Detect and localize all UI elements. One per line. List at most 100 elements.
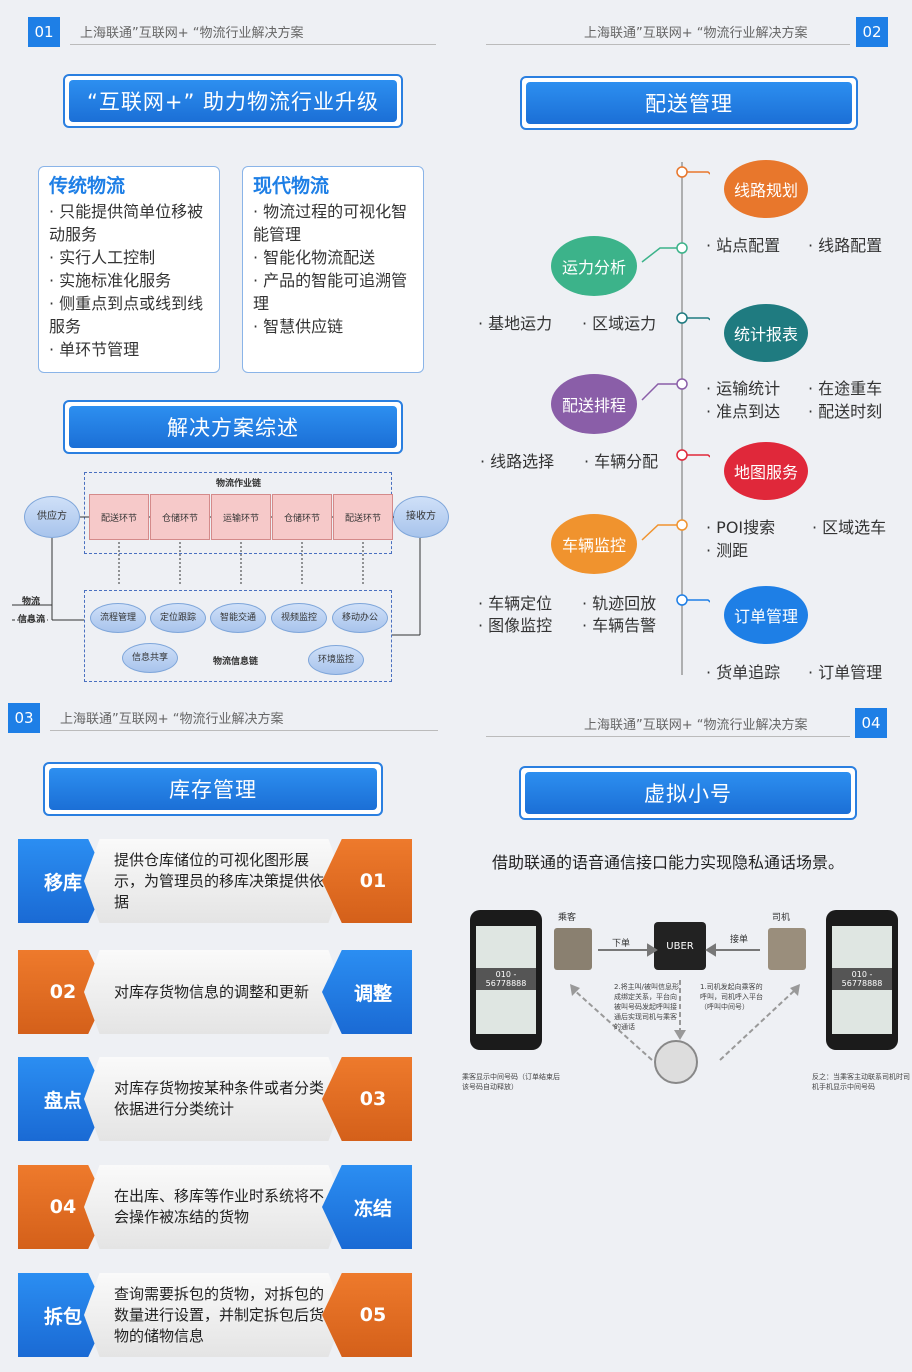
- card-item: · 物流过程的可视化智能管理: [253, 202, 408, 244]
- node-stats: 统计报表: [724, 304, 808, 362]
- card-item: · 单环节管理: [49, 340, 140, 359]
- feature-item: · 配送时刻: [808, 402, 883, 421]
- flow-arrows: [12, 516, 421, 636]
- title-box: 库存管理: [43, 762, 383, 816]
- row-tag: 冻结: [322, 1165, 412, 1249]
- feature-item: · 货单追踪: [706, 663, 781, 682]
- title-box: “互联网+” 助力物流行业升级: [63, 74, 403, 128]
- uber-logo: UBER: [654, 922, 706, 970]
- card-item: · 智能化物流配送: [253, 248, 376, 267]
- node-scheduling: 配送排程: [551, 374, 637, 434]
- row-text: 对库存货物按某种条件或者分类依据进行分类统计: [84, 1057, 344, 1141]
- info-item: 智能交通: [210, 603, 266, 633]
- feature-item: · 线路选择: [480, 452, 555, 471]
- flow-step: 仓储环节: [272, 494, 332, 540]
- flow-step: 配送环节: [333, 494, 393, 540]
- feature-item: · 准点到达: [706, 402, 781, 421]
- phone-number: 010 - 56778888: [832, 968, 892, 990]
- section-header: 上海联通”互联网+ “物流行业解决方案: [584, 26, 808, 41]
- feature-item: · 站点配置: [706, 236, 781, 255]
- order-label: 下单: [612, 939, 631, 949]
- flow-note: 1.司机发起向乘客的呼叫，司机呼入平台（呼叫中间号）: [700, 983, 763, 1011]
- passenger-label: 乘客: [558, 913, 577, 923]
- card-item: · 实施标准化服务: [49, 271, 172, 290]
- title-box: 配送管理: [520, 76, 858, 130]
- node-route-planning: 线路规划: [724, 160, 808, 218]
- caption: 反之：当乘客主动联系司机时司机手机显示中间号码: [812, 1073, 910, 1091]
- feature-item: · 运输统计: [706, 379, 781, 398]
- accept-label: 接单: [730, 935, 749, 945]
- info-item: 定位跟踪: [150, 603, 206, 633]
- info-item: 信息共享: [122, 643, 178, 673]
- phone-number: 010 - 56778888: [476, 968, 536, 990]
- row-number: 05: [322, 1273, 412, 1357]
- title-box: 虚拟小号: [519, 766, 857, 820]
- modern-card: 现代物流 · 物流过程的可视化智能管理 · 智能化物流配送 · 产品的智能可追溯…: [242, 166, 424, 373]
- section-number: 03: [8, 703, 40, 733]
- card-item: · 产品的智能可追溯管理: [253, 271, 408, 313]
- call-arrows: [570, 943, 800, 1061]
- row-tag: 调整: [322, 950, 412, 1034]
- passenger-phone: 010 - 56778888: [470, 910, 542, 1050]
- section-title: 配送管理: [526, 82, 852, 124]
- section-number: 01: [28, 17, 60, 47]
- feature-item: · 在途重车: [808, 379, 883, 398]
- legend-label: 信息流: [18, 615, 46, 625]
- chain-label: 物流作业链: [216, 479, 262, 489]
- row-text: 对库存货物信息的调整和更新: [84, 950, 344, 1034]
- card-title: 现代物流: [253, 175, 330, 197]
- feature-item: · 线路配置: [808, 236, 883, 255]
- row-text: 在出库、移库等作业时系统将不会操作被冻结的货物: [84, 1165, 344, 1249]
- card-item: · 只能提供简单位移被动服务: [49, 202, 204, 244]
- row-text: 查询需要拆包的货物，对拆包的数量进行设置，并制定拆包后货物的储物信息: [84, 1273, 344, 1357]
- info-label: 物流信息链: [213, 657, 259, 667]
- section-title: 库存管理: [49, 768, 377, 810]
- card-item: · 侧重点到点或线到线服务: [49, 294, 204, 336]
- feature-item: · 车辆告警: [582, 616, 657, 635]
- section-header: 上海联通”互联网+ “物流行业解决方案: [80, 26, 304, 41]
- section-header: 上海联通”互联网+ “物流行业解决方案: [584, 718, 808, 733]
- timeline: [641, 162, 710, 675]
- row-text: 提供仓库储位的可视化图形展示，为管理员的移库决策提供依据: [84, 839, 344, 923]
- feature-item: · 测距: [706, 541, 749, 560]
- driver-phone: 010 - 56778888: [826, 910, 898, 1050]
- feature-item: · 订单管理: [808, 663, 883, 682]
- row-number: 03: [322, 1057, 412, 1141]
- node-monitor: 车辆监控: [551, 514, 637, 574]
- traditional-card: 传统物流 · 只能提供简单位移被动服务 · 实行人工控制 · 实施标准化服务 ·…: [38, 166, 220, 373]
- section-number: 04: [855, 708, 887, 738]
- title-box: 解决方案综述: [63, 400, 403, 454]
- feature-item: · 区域运力: [582, 314, 657, 333]
- section-title: “互联网+” 助力物流行业升级: [69, 80, 397, 122]
- node-map: 地图服务: [724, 442, 808, 500]
- card-title: 传统物流: [49, 175, 126, 197]
- flow-note: 2.将主叫/被叫信息形成绑定关系，平台向被叫号码发起呼叫接通后实现司机与乘客的通…: [614, 983, 680, 1031]
- info-item: 环境监控: [308, 645, 364, 675]
- feature-item: · 车辆分配: [584, 452, 659, 471]
- driver-label: 司机: [772, 913, 791, 923]
- section-subtitle: 借助联通的语音通信接口能力实现隐私通话场景。: [492, 853, 845, 872]
- globe-icon: [654, 1040, 698, 1084]
- node-orders: 订单管理: [724, 586, 808, 644]
- receiver-node: 接收方: [393, 496, 449, 538]
- info-item: 移动办公: [332, 603, 388, 633]
- feature-item: · POI搜索: [706, 518, 776, 537]
- flow-step: 运输环节: [211, 494, 271, 540]
- info-frame: [84, 590, 392, 682]
- node-capacity: 运力分析: [551, 236, 637, 296]
- caption: 乘客显示中间号码（订单结束后该号码自动释放）: [462, 1073, 560, 1091]
- section-title: 虚拟小号: [525, 772, 851, 814]
- flow-step: 配送环节: [89, 494, 149, 540]
- section-header: 上海联通”互联网+ “物流行业解决方案: [60, 712, 284, 727]
- feature-item: · 轨迹回放: [582, 594, 657, 613]
- info-item: 视频监控: [271, 603, 327, 633]
- feature-item: · 车辆定位: [478, 594, 553, 613]
- driver-photo: [768, 928, 806, 970]
- section-title: 解决方案综述: [69, 406, 397, 448]
- info-item: 流程管理: [90, 603, 146, 633]
- feature-item: · 区域选车: [812, 518, 887, 537]
- passenger-photo: [554, 928, 592, 970]
- card-item: · 智慧供应链: [253, 317, 344, 336]
- flow-step: 仓储环节: [150, 494, 210, 540]
- section-number: 02: [856, 17, 888, 47]
